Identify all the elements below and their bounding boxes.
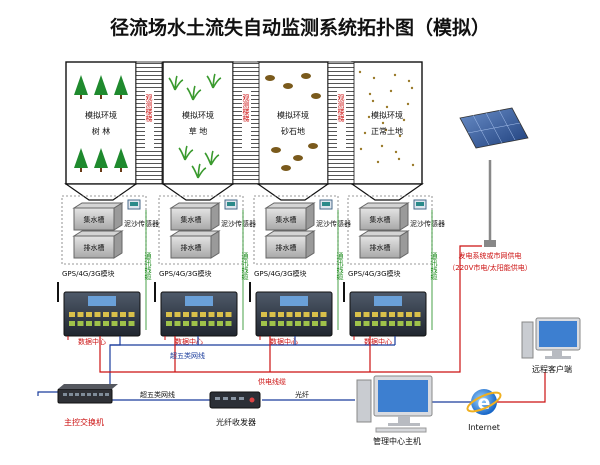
remote-line xyxy=(496,372,546,403)
control-panel xyxy=(255,291,333,337)
sensor-label: 泥沙传感器 xyxy=(124,219,159,228)
comm-cable-label: 通讯线缆 xyxy=(430,251,438,281)
internet-label: Internet xyxy=(468,423,500,432)
stair-label: 观测楼梯 xyxy=(337,94,345,123)
sediment-sensor: 泥沙传感器 xyxy=(221,199,256,228)
vegetation-art xyxy=(358,70,415,167)
plot-type: 砂石地 xyxy=(281,126,305,136)
control-panel xyxy=(63,291,141,337)
datacenter-label: 数据中心 xyxy=(175,337,203,346)
gps-module-label: GPS/4G/3G模块 xyxy=(62,269,115,278)
plot-name: 模拟环境 xyxy=(371,110,403,120)
comm-cable-label: 通讯线缆 xyxy=(144,251,152,281)
control-panel xyxy=(349,291,427,337)
cat5-upper-label: 超五类网线 xyxy=(170,351,205,360)
plot-type: 树 林 xyxy=(92,126,111,136)
fiber-label: 光纤 xyxy=(295,390,309,399)
page-title: 径流场水土流失自动监测系统拓扑图（模拟） xyxy=(110,16,490,39)
datacenter-label: 数据中心 xyxy=(270,337,298,346)
power-source-sub: （220V市电/太阳能供电） xyxy=(448,263,532,272)
tank-collect: 集水槽 xyxy=(169,202,221,231)
tank-drain: 排水槽 xyxy=(358,230,410,259)
sediment-sensor: 泥沙传感器 xyxy=(124,199,159,228)
datacenter-label: 数据中心 xyxy=(364,337,392,346)
internet-icon: e xyxy=(466,389,502,415)
transceiver-device xyxy=(209,391,261,409)
sensor-label: 泥沙传感器 xyxy=(221,219,256,228)
switch-label: 主控交换机 xyxy=(64,417,104,427)
cat5-line xyxy=(37,336,121,396)
tank-drain: 排水槽 xyxy=(264,230,316,259)
tank-collect: 集水槽 xyxy=(72,202,124,231)
tank-collect: 集水槽 xyxy=(264,202,316,231)
sediment-sensor: 泥沙传感器 xyxy=(410,199,445,228)
observation-stair-2: 观测楼梯 xyxy=(232,61,260,185)
observation-stair-1: 观测楼梯 xyxy=(135,61,163,185)
transceiver-label: 光纤收发器 xyxy=(216,417,256,427)
sensor-label: 泥沙传感器 xyxy=(410,219,445,228)
gps-module-label: GPS/4G/3G模块 xyxy=(159,269,212,278)
comm-cable-label: 通讯线缆 xyxy=(336,251,344,281)
tank-collect-label: 集水槽 xyxy=(276,215,297,224)
remote-label: 远程客户端 xyxy=(532,364,572,374)
host-computer xyxy=(356,375,433,433)
plot-type: 正常土地 xyxy=(371,126,403,136)
tank-drain-label: 排水槽 xyxy=(84,243,105,252)
vegetation-art xyxy=(74,75,128,172)
tank-collect-label: 集水槽 xyxy=(370,215,391,224)
cat5-lower-label: 超五类网线 xyxy=(140,390,175,399)
tank-drain: 排水槽 xyxy=(72,230,124,259)
observation-stair-3: 观测楼梯 xyxy=(327,61,355,185)
vegetation-art xyxy=(265,73,321,171)
control-panel xyxy=(160,291,238,337)
switch-device xyxy=(57,384,118,404)
solar-panel xyxy=(459,107,529,247)
power-source-label: 发电系统或市网供电 xyxy=(459,251,522,260)
sediment-sensor: 泥沙传感器 xyxy=(316,199,351,228)
gps-module-label: GPS/4G/3G模块 xyxy=(348,269,401,278)
tank-drain-label: 排水槽 xyxy=(370,243,391,252)
tank-collect-label: 集水槽 xyxy=(84,215,105,224)
stair-label: 观测楼梯 xyxy=(242,94,250,123)
plot-name: 模拟环境 xyxy=(277,110,309,120)
tank-collect-label: 集水槽 xyxy=(181,215,202,224)
power-cable-label: 供电线缆 xyxy=(258,377,286,386)
tank-drain: 排水槽 xyxy=(169,230,221,259)
plot-type: 草 地 xyxy=(189,126,208,136)
gps-module-label: GPS/4G/3G模块 xyxy=(254,269,307,278)
host-label: 管理中心主机 xyxy=(373,436,421,446)
power-line xyxy=(99,245,482,373)
tank-drain-label: 排水槽 xyxy=(181,243,202,252)
tank-drain-label: 排水槽 xyxy=(276,243,297,252)
sensor-label: 泥沙传感器 xyxy=(316,219,351,228)
cables-group xyxy=(37,160,546,403)
vegetation-art xyxy=(168,73,222,179)
datacenter-label: 数据中心 xyxy=(78,337,106,346)
plot-name: 模拟环境 xyxy=(182,110,214,120)
remote-computer xyxy=(521,317,581,359)
tank-collect: 集水槽 xyxy=(358,202,410,231)
stair-label: 观测楼梯 xyxy=(145,94,153,123)
comm-cable-label: 通讯线缆 xyxy=(241,251,249,281)
plot-name: 模拟环境 xyxy=(85,110,117,120)
